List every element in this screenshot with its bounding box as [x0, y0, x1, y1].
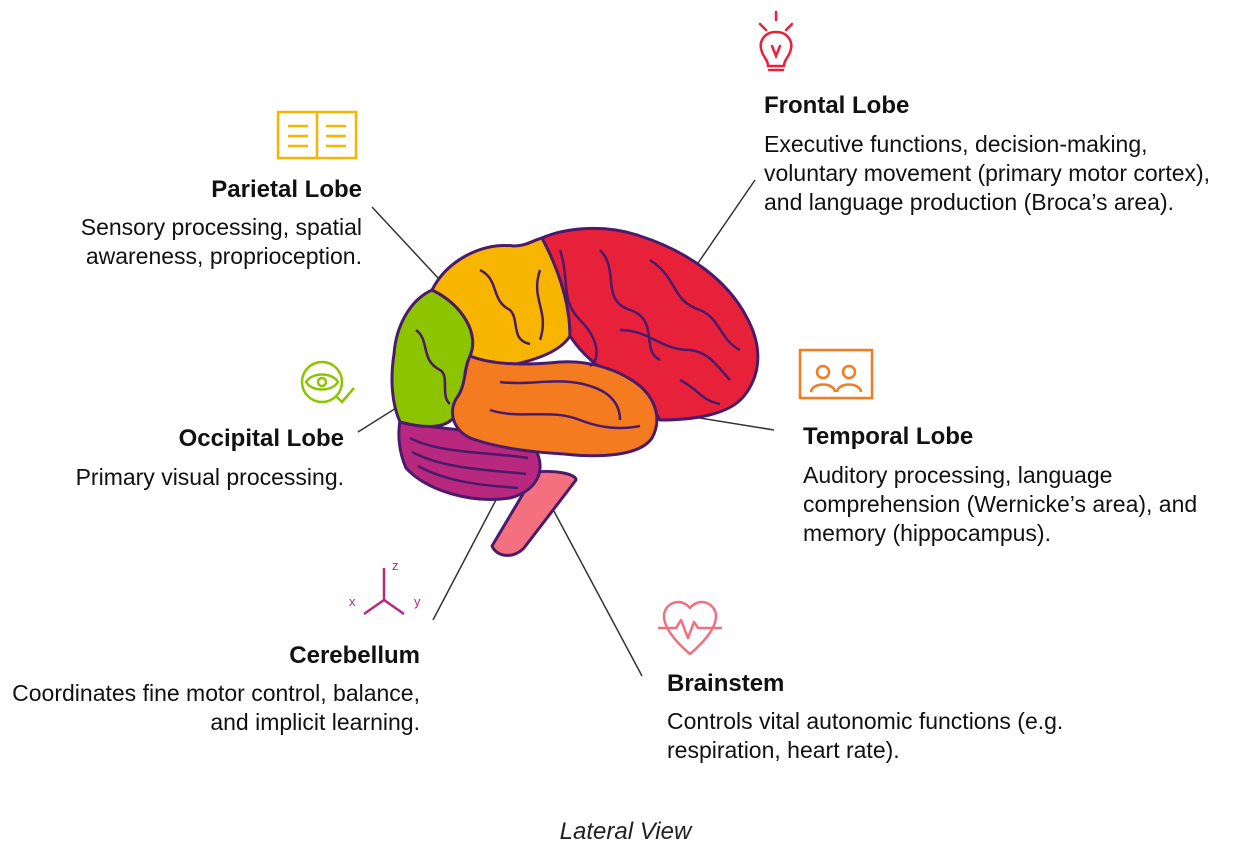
- brainstem-region: [490, 470, 578, 557]
- parietal-lobe-title: Parietal Lobe: [211, 176, 362, 203]
- frontal-lobe-title: Frontal Lobe: [764, 92, 910, 119]
- leader-line-brainstem: [547, 499, 643, 677]
- people-frame-icon: [798, 348, 874, 400]
- view-caption: Lateral View: [559, 818, 692, 845]
- brain-sulci: [415, 249, 741, 430]
- parietal-lobe-description: Sensory processing, spatial awareness, p…: [80, 214, 362, 269]
- brainstem-title: Brainstem: [667, 670, 785, 697]
- book-icon: [276, 110, 358, 160]
- axes-icon: [363, 568, 405, 616]
- frontal-lobe-description: Executive functions, decision-making, vo…: [764, 131, 1211, 215]
- temporal-lobe-title: Temporal Lobe: [803, 423, 974, 450]
- brainstem-description: Controls vital autonomic functions (e.g.…: [667, 708, 1064, 763]
- cerebellum-description: Coordinates fine motor control, balance,…: [12, 680, 420, 735]
- axis-label-x: x: [349, 594, 356, 609]
- brain-illustration: [390, 226, 760, 557]
- frontal-region: [540, 226, 760, 422]
- axis-label-y: y: [414, 594, 421, 609]
- axis-label-z: z: [392, 558, 399, 573]
- heart-pulse-icon: [658, 600, 722, 656]
- temporal-lobe-description: Auditory processing, language comprehens…: [803, 462, 1198, 546]
- leader-line-cerebellum: [432, 497, 498, 621]
- cerebellum-folds: [409, 436, 529, 490]
- temporal-region: [450, 354, 659, 458]
- occipital-lobe-title: Occipital Lobe: [178, 425, 344, 452]
- lightbulb-icon: [758, 10, 794, 72]
- cerebellum-title: Cerebellum: [289, 642, 420, 669]
- eye-icon: [300, 360, 355, 404]
- occipital-lobe-description: Primary visual processing.: [75, 464, 344, 490]
